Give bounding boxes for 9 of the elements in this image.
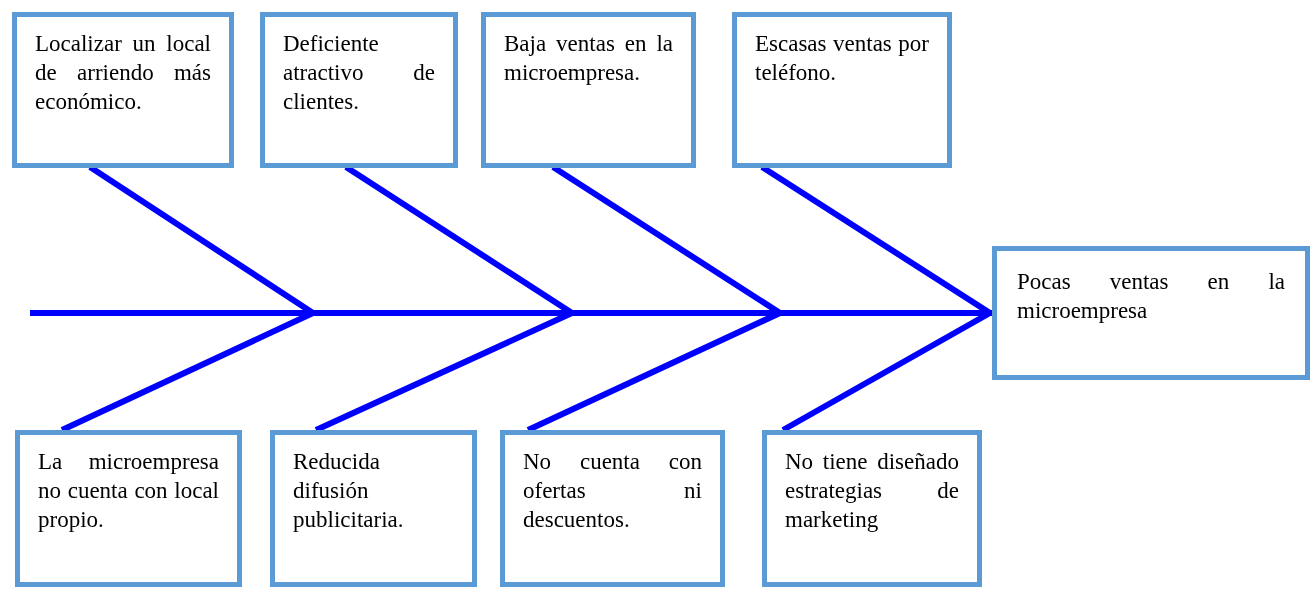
cause-box: La microempresa no cuenta con local propio. (15, 430, 242, 587)
cause-box: Escasas ventas por teléfono. (732, 12, 952, 168)
cause-box: Baja ventas en la microempresa. (481, 12, 696, 168)
cause-box: Reducida difusión publicitaria. (270, 430, 477, 587)
cause-box: Localizar un local de arriendo más económico. (12, 12, 234, 168)
cause-box: No cuenta con ofertas ni descuentos. (500, 430, 725, 587)
cause-box: Deficiente atractivo de clientes. (260, 12, 458, 168)
effect-box: Pocas ventas en la microempresa (992, 246, 1310, 380)
cause-box: No tiene diseñado estrategias de marketing (762, 430, 982, 587)
